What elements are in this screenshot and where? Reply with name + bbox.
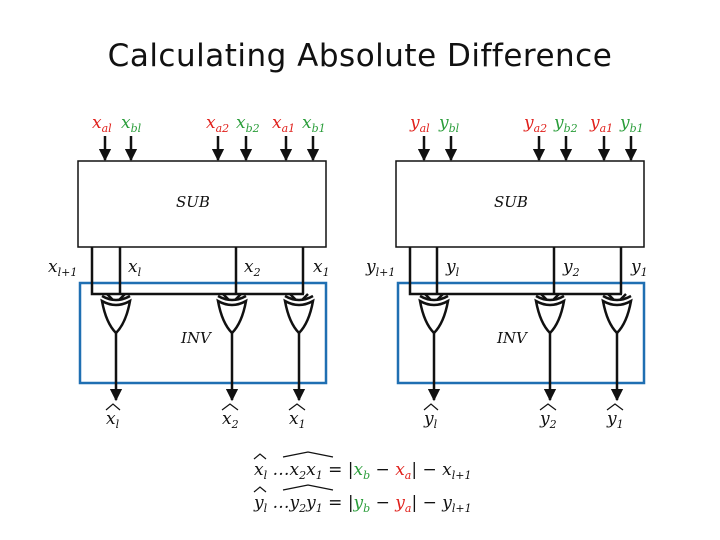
y-input-arrows — [417, 136, 638, 162]
x-input-arrows — [98, 136, 320, 162]
equations: xl …x2x1 = |xb − xa| − xl+1 yl …y2y1 = |… — [253, 451, 472, 515]
y-sub-label: SUB — [494, 193, 528, 211]
slide-title: Calculating Absolute Difference — [107, 38, 613, 74]
x-result-label-1: x1 — [289, 409, 306, 431]
x-output-label-1: x1 — [313, 257, 330, 279]
y-result-label-1: y1 — [606, 409, 624, 431]
y-input-label-a2: ya2 — [523, 113, 547, 135]
y-xor-gate — [418, 294, 450, 335]
x-result-label-2: x2 — [222, 409, 239, 431]
x-wires — [90, 247, 309, 301]
y-input-label-bl: ybl — [438, 113, 460, 135]
x-sub-block — [77, 160, 327, 248]
x-input-label-bl: xbl — [121, 113, 142, 135]
y-input-label-a1: ya1 — [589, 113, 613, 135]
y-xor-gates — [418, 294, 633, 335]
y-output-label-l1: yl+1 — [365, 257, 395, 279]
x-xor-gate — [283, 294, 315, 335]
x-input-label-a1: xa1 — [272, 113, 295, 135]
y-output-label-2: y2 — [562, 257, 580, 279]
y-output-arrows — [427, 333, 624, 402]
y-input-label-b2: yb2 — [553, 113, 578, 135]
y-output-label-1: y1 — [630, 257, 648, 279]
y-input-label-b1: yb1 — [619, 113, 644, 135]
x-sub-label: SUB — [176, 193, 210, 211]
y-input-label-al: yal — [409, 113, 430, 135]
equation-y: yl …y2y1 = |yb − ya| − yl+1 — [253, 493, 472, 515]
y-unit: yal ybl ya2 yb2 ya1 yb1 SUB yl+1 yl y2 y… — [365, 113, 648, 431]
x-input-label-a2: xa2 — [206, 113, 229, 135]
x-result-label-l: xl — [106, 409, 120, 431]
y-result-label-2: y2 — [539, 409, 557, 431]
x-input-label-al: xal — [92, 113, 112, 135]
equation-hats — [253, 451, 334, 493]
x-unit: xal xbl xa2 xb2 xa1 xb1 SUB xl+1 xl x2 x… — [48, 113, 330, 431]
x-inv-block — [78, 281, 328, 385]
y-output-label-l: yl — [445, 257, 460, 279]
y-xor-gate — [534, 294, 566, 335]
x-xor-gate — [216, 294, 248, 335]
x-output-label-l1: xl+1 — [48, 257, 77, 279]
x-xor-gates — [100, 294, 315, 335]
y-result-hats — [423, 403, 624, 411]
x-output-label-l: xl — [128, 257, 142, 279]
y-inv-block — [396, 281, 646, 385]
x-output-label-2: x2 — [244, 257, 261, 279]
equation-x: xl …x2x1 = |xb − xa| − xl+1 — [254, 460, 471, 482]
x-inv-label: INV — [180, 329, 213, 347]
x-input-label-b2: xb2 — [236, 113, 260, 135]
y-wires — [408, 247, 627, 301]
y-xor-gate — [601, 294, 633, 335]
x-result-hats — [105, 403, 306, 411]
x-xor-gate — [100, 294, 132, 335]
y-inv-label: INV — [496, 329, 529, 347]
x-input-label-b1: xb1 — [302, 113, 326, 135]
x-output-arrows — [109, 333, 306, 402]
y-result-label-l: yl — [423, 409, 438, 431]
y-sub-block — [395, 160, 645, 248]
